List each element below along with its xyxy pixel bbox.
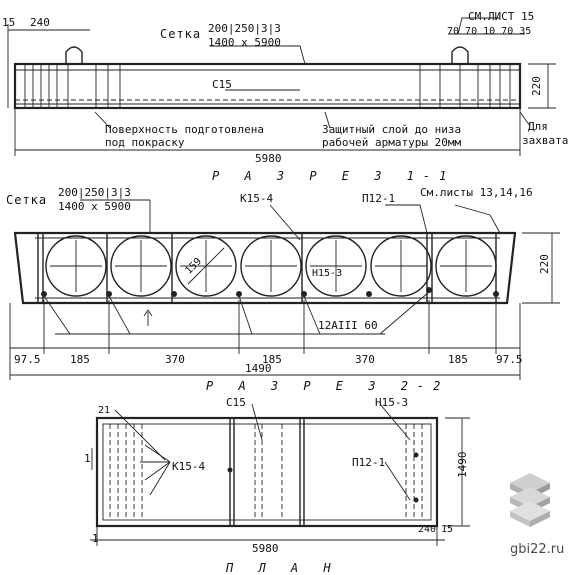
slab-outline-side (13, 62, 522, 110)
length-5980-plan: 5980 (252, 542, 279, 555)
width-1490-cross: 1490 (245, 362, 272, 375)
surface-note-2: под покраску (105, 136, 185, 149)
watermark-text: gbi22.ru (510, 542, 564, 557)
plan-view (90, 403, 470, 546)
height-220-side: 220 (530, 76, 543, 96)
dim-240-top: 240 (30, 16, 50, 29)
section-1-1 (7, 17, 556, 156)
dim-240-plan: 240 (418, 524, 436, 535)
mesh-spec-top-1: 200|250|3|3 (208, 22, 281, 35)
width-1490-plan: 1490 (456, 452, 469, 479)
surface-note-1: Поверхность подготовлена (105, 123, 264, 136)
dim-185-b: 185 (262, 353, 282, 366)
plan-title: П Л А Н (225, 561, 340, 575)
n15-label-plan: Н15-3 (375, 396, 408, 409)
watermark-logo (510, 473, 550, 527)
rebar-dots (41, 287, 499, 297)
dim-185-a: 185 (70, 353, 90, 366)
cover-note-1: Защитный слой до низа (322, 123, 461, 136)
lifting-loop-left (65, 46, 83, 64)
dim-15-plan: 15 (441, 524, 453, 535)
n15-label-cross: Н15-3 (312, 268, 342, 279)
dim-185-c: 185 (448, 353, 468, 366)
mesh-spec-bottom-2: 1400 x 5900 (58, 200, 131, 213)
section-marker-plan: 1 (84, 452, 91, 465)
hollow-cores (45, 235, 497, 297)
lifting-loop-right (451, 46, 469, 64)
see-sheet-15: СМ.ЛИСТ 15 (468, 10, 534, 23)
cover-note-2: рабочей арматуры 20мм (322, 136, 461, 149)
p12-label-cross: П12-1 (362, 192, 395, 205)
slab-outline-cross (13, 231, 517, 305)
p12-label-plan: П12-1 (352, 456, 385, 469)
dim-370-a: 370 (165, 353, 185, 366)
k15-label-plan: К15-4 (172, 460, 205, 473)
c15-label-side: С15 (212, 78, 232, 91)
dim-21-plan: 21 (98, 405, 110, 416)
core-diameter: 159 (184, 256, 205, 277)
mesh-spec-bottom-1: 1400 x 5900 (208, 36, 281, 49)
dim-97-5-left: 97.5 (14, 353, 41, 366)
mesh-label-2: Сетка (6, 193, 47, 207)
dim-370-b: 370 (355, 353, 375, 366)
section-2-2-title: Р А З Р Е З 2-2 (206, 379, 449, 393)
section-2-2 (9, 199, 560, 380)
height-220-cross: 220 (538, 254, 551, 274)
rebar-label: 12АIII 60 (318, 319, 378, 332)
section-marker-plan-bottom: 1 (92, 532, 99, 545)
c15-label-plan: С15 (226, 396, 246, 409)
section-1-1-title: Р А З Р Е З 1-1 (212, 169, 455, 183)
see-sheets-label: См.листы 13,14,16 (420, 186, 533, 199)
length-5980-side: 5980 (255, 152, 282, 165)
dim-15-top: 15 (2, 16, 15, 29)
grip-note-1: Для (528, 120, 548, 133)
dimension-chain (9, 232, 560, 380)
k15-label-cross: К15-4 (240, 192, 273, 205)
offset-dims: 70 70 10 70 35 (447, 26, 531, 37)
mesh-label-1: Сетка (160, 27, 201, 41)
mesh-spec-top-2: 200|250|3|3 (58, 186, 131, 199)
grip-note-2: захвата (522, 134, 568, 147)
slab-outline-plan (95, 416, 439, 528)
dim-97-5-right: 97.5 (496, 353, 523, 366)
